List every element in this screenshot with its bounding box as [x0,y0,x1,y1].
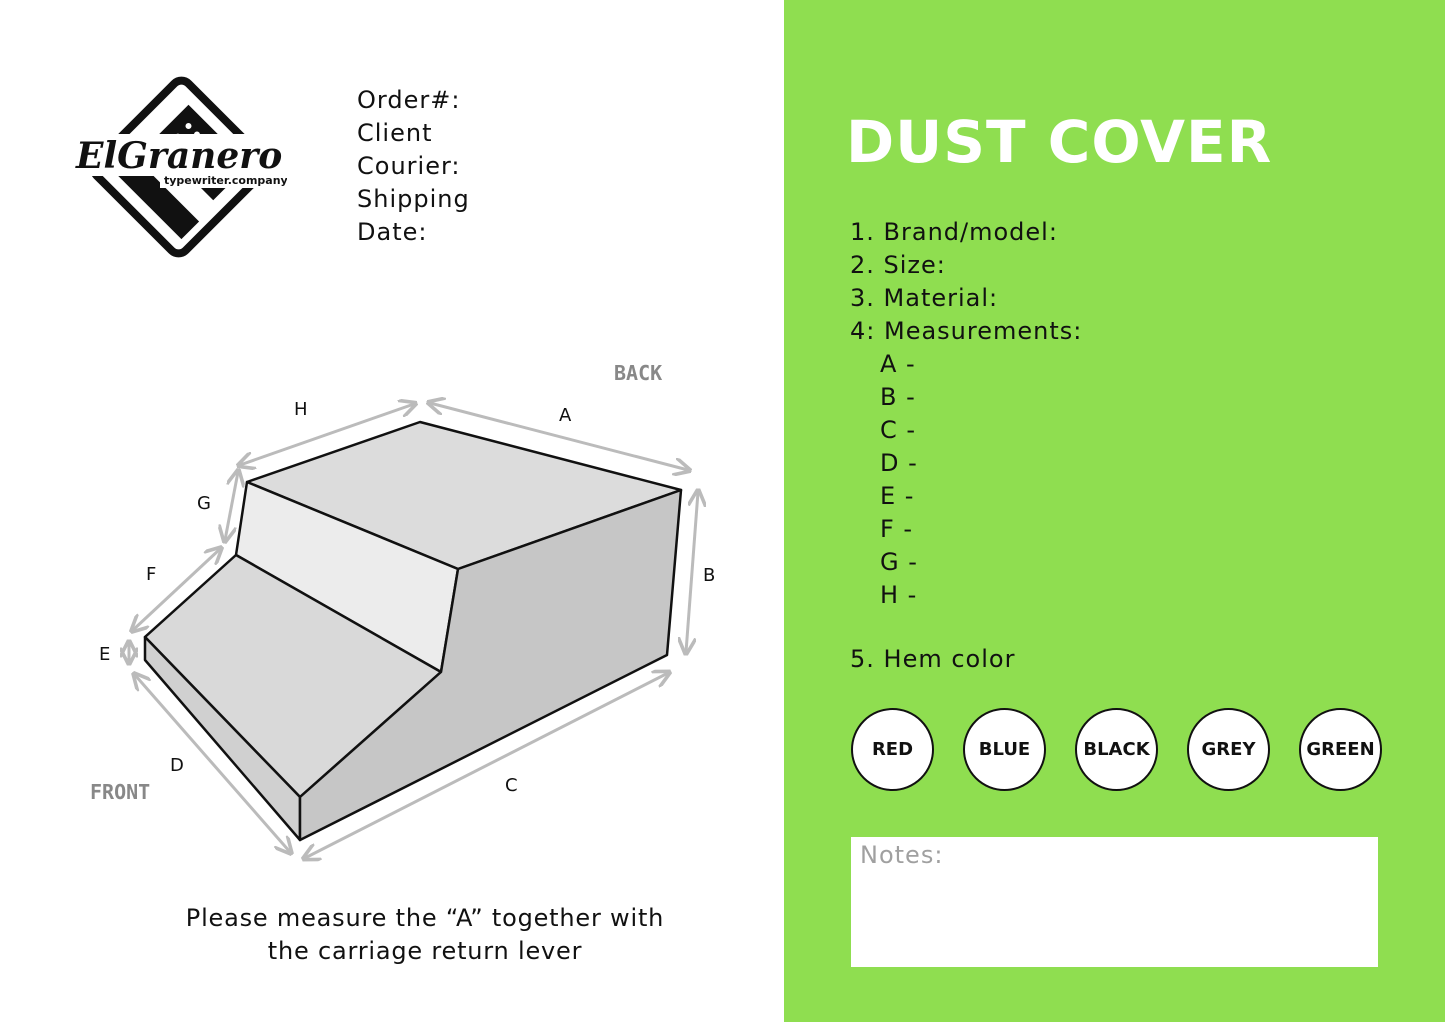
hem-color-label: 5. Hem color [850,645,1016,673]
dimension-b [686,492,698,652]
measurement-g: G - [880,548,918,576]
dimension-d [135,675,290,852]
measure-instruction: Please measure the “A” together with the… [150,902,700,968]
hem-option-grey[interactable]: GREY [1187,708,1270,791]
order-number-label: Order#: [357,86,461,114]
back-label: BACK [614,361,662,385]
shipping-label: Shipping [357,185,470,213]
notes-box[interactable]: Notes: [851,837,1378,967]
dimension-c [305,673,668,858]
hem-option-red[interactable]: RED [851,708,934,791]
spec-list: 1. Brand/model: 2. Size: 3. Material: 4:… [850,216,1082,612]
hem-option-black[interactable]: BLACK [1075,708,1158,791]
dimension-h [240,404,414,465]
client-label: Client [357,119,433,147]
elgranero-logo: ElGranero typewriter.company [74,76,287,258]
diagram-panel: ElGranero typewriter.company Order#: Cli… [74,76,716,1022]
caption-line: the carriage return lever [267,937,583,965]
label-h: H [294,399,308,420]
svg-text:typewriter.company: typewriter.company [164,174,287,187]
hem-color-options: RED BLUE BLACK GREY GREEN [851,708,1382,791]
dimension-g [225,472,238,540]
label-e: E [99,644,110,665]
label-a: A [559,405,572,426]
size-field: 2. Size: [850,251,946,279]
caption-line: Please measure the “A” together with [185,904,665,932]
notes-label: Notes: [860,841,944,869]
measurement-a: A - [880,350,916,378]
measurement-f: F - [880,515,914,543]
order-fields: Order#: Client Courier: Shipping Date: [357,84,470,249]
measurements-heading: 4: Measurements: [850,317,1083,345]
measurement-c: C - [880,416,917,444]
measurement-e: E - [880,482,915,510]
measurement-d: D - [880,449,918,477]
label-f: F [146,564,156,585]
label-d: D [170,755,184,776]
label-c: C [505,775,518,796]
courier-label: Courier: [357,152,461,180]
front-label: FRONT [90,780,150,804]
svg-text:ElGranero: ElGranero [75,135,282,177]
label-b: B [703,565,715,586]
material-field: 3. Material: [850,284,999,312]
typewriter-measure-diagram: H A G F E D C B BACK FRONT [90,361,715,1022]
measurement-b: B - [880,383,916,411]
date-label: Date: [357,218,428,246]
hem-option-green[interactable]: GREEN [1299,708,1382,791]
dimension-a [430,403,688,470]
hem-option-blue[interactable]: BLUE [963,708,1046,791]
label-g: G [197,493,211,514]
dimension-f [133,549,220,630]
measurement-h: H - [880,581,918,609]
brand-model-field: 1. Brand/model: [850,218,1058,246]
panel-title: DUST COVER [846,108,1273,176]
